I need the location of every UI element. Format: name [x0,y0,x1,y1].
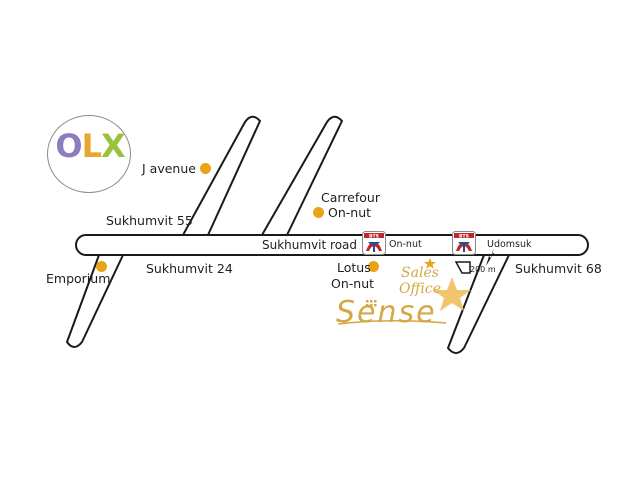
logo-letter-l: L [81,127,102,165]
sense-swoosh-shape [337,319,447,325]
small-star-icon [424,258,436,269]
bts-station-icon[interactable]: BTS [362,231,386,255]
soi-68-road-shape [447,254,510,354]
sukhumvit-road-label: Sukhumvit road [262,238,358,252]
olx-logo-icon: OLX [48,130,132,162]
emporium-label: Emporium [46,271,111,286]
carrefour-marker[interactable] [313,207,324,218]
sense-emblem-icon [366,300,377,307]
lotus-marker[interactable] [368,261,379,272]
bts-badge-text: BTS [459,233,469,239]
distance-arrow-icon [486,248,494,266]
sukhumvit-55-label: Sukhumvit 55 [106,213,193,228]
j-avenue-label: J avenue [142,161,196,176]
sales-office-label: Sales Office [396,265,444,297]
lotus-sub-label: On-nut [331,276,375,291]
bts-badge-text: BTS [369,233,379,239]
sukhumvit-24-label: Sukhumvit 24 [146,261,233,276]
olx-logo: OLX [47,115,131,193]
sukhumvit-68-label: Sukhumvit 68 [515,261,602,276]
carrefour-road-shape [261,115,343,236]
carrefour-sub-label: On-nut [328,205,372,220]
sense-brand-logo: Sense [336,295,437,330]
carrefour-label: Carrefour [321,190,380,205]
office-label: Office [399,281,441,297]
logo-letter-o: O [55,127,82,165]
j-avenue-marker[interactable] [200,163,211,174]
access-lane-shape [454,261,471,274]
bts-station-icon[interactable]: BTS [452,231,476,255]
big-star-icon [433,277,471,311]
lotus-label: Lotus [337,260,371,275]
on-nut-station-label: On-nut [389,239,422,250]
soi-24-road-shape [66,254,124,348]
emporium-marker[interactable] [96,261,107,272]
sales-label: Sales [401,265,439,281]
udomsuk-station-label: Udomsuk [487,239,532,250]
distance-label: 200 m [470,265,496,274]
soi-55-road-shape [182,115,261,236]
logo-letter-x: X [100,127,126,165]
